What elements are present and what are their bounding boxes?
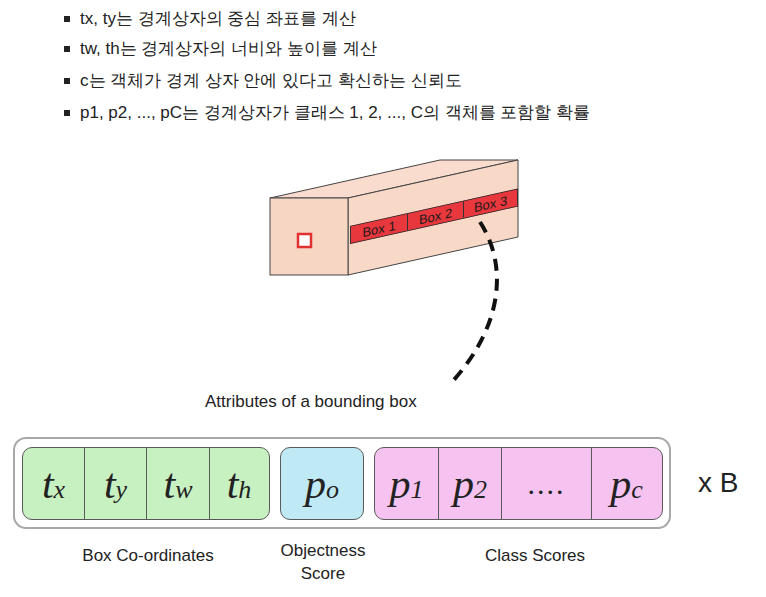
bullet-note: tx, ty는 경계상자의 중심 좌표를 계산: [80, 8, 356, 30]
box-side-face: [348, 160, 518, 275]
box-text: th: [227, 463, 252, 505]
class-score-cell: p1: [375, 448, 438, 519]
box-front-face: [270, 198, 348, 275]
box-text: Box 1: [362, 217, 395, 239]
anchor-box-cell: Box 1: [351, 214, 407, 243]
box-text: pc: [610, 463, 643, 505]
bullet-note: p1, p2, ..., pC는 경계상자가 클래스 1, 2, ..., C의…: [80, 102, 590, 124]
box-text: tx: [42, 463, 65, 505]
class-score-cell: pc: [591, 448, 661, 519]
bullet-marker: [64, 110, 70, 116]
box-text: Box 2: [419, 205, 452, 227]
coordinate-group: Box Co-ordinatestxtytwth: [22, 447, 270, 520]
group-heading: Class Scores: [435, 544, 635, 567]
box-text: p2: [453, 463, 487, 505]
coordinate-cell: tx: [23, 448, 84, 519]
bullet-note: tw, th는 경계상자의 너비와 높이를 계산: [80, 38, 377, 60]
leader-curve: [452, 222, 497, 382]
multiplier-label: x B: [698, 466, 738, 500]
anchor-box-cell: Box 2: [407, 202, 463, 231]
anchor-box-strip: Box 1 Box 2 Box 3: [350, 188, 518, 244]
group-heading: Objectness Score: [271, 539, 375, 585]
bullet-marker: [64, 16, 70, 22]
box-text: ty: [104, 463, 127, 505]
grid-cell-marker: [298, 234, 311, 247]
bullet-note: c는 객체가 경계 상자 안에 있다고 확신하는 신뢰도: [80, 70, 462, 92]
coordinate-cell: tw: [146, 448, 209, 519]
box-text: p1: [390, 463, 424, 505]
coordinate-cell: ty: [84, 448, 146, 519]
group-heading: Box Co-ordinates: [3, 544, 293, 567]
bullet-marker: [64, 78, 70, 84]
attribute-vector-frame: [14, 438, 670, 528]
bullet-marker: [64, 46, 70, 52]
class-score-cell: p2: [438, 448, 501, 519]
class-score-group: Class Scoresp1p2....pc: [374, 447, 663, 520]
box-text: ....: [528, 469, 566, 499]
box-text: Box 3: [474, 192, 507, 214]
box-text: po: [305, 463, 339, 505]
anchor-box-cell: Box 3: [463, 190, 517, 218]
box-text: tw: [163, 463, 192, 505]
coordinate-cell: th: [209, 448, 268, 519]
class-score-cell: ....: [501, 448, 591, 519]
callout-label: Attributes of a bounding box: [205, 391, 417, 413]
objectness-box: poObjectness Score: [280, 447, 364, 520]
